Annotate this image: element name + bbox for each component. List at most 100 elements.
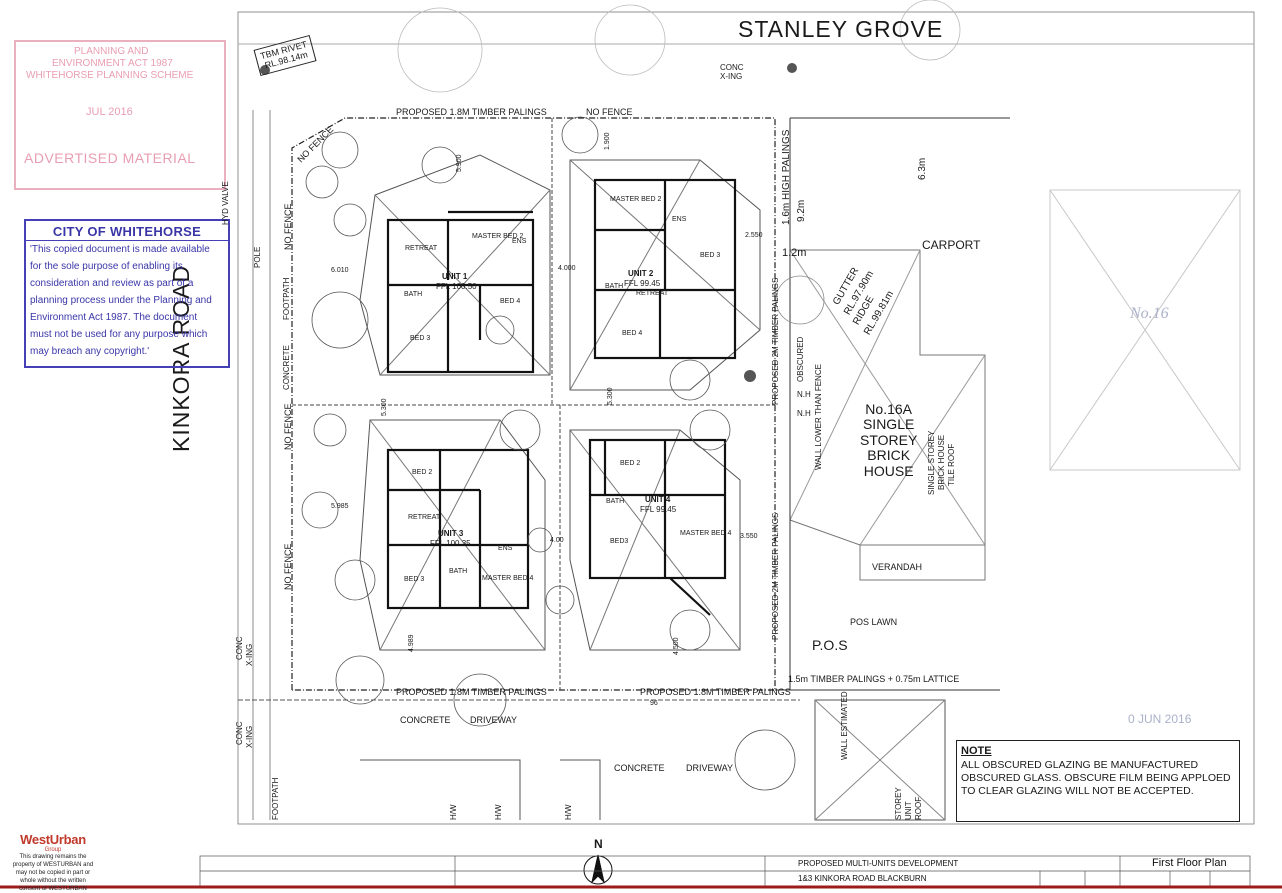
dim-label: 5.985 <box>331 503 349 510</box>
unit-1-room-retreat: RETREAT <box>405 245 438 252</box>
concrete-label-2: CONCRETE <box>614 763 665 773</box>
obscured-glazing-note: NOTE ALL OBSCURED GLAZING BE MANUFACTURE… <box>956 740 1240 822</box>
unit-2-room-master: MASTER BED 2 <box>610 196 662 203</box>
street-name-north: STANLEY GROVE <box>738 16 944 42</box>
concrete-label-1: CONCRETE <box>400 715 451 725</box>
footpath-lower-label: FOOTPATH <box>271 777 280 820</box>
unit-2-room-ens: ENS <box>672 216 687 223</box>
council-notice-divider <box>26 240 228 241</box>
note-title: NOTE <box>961 745 992 757</box>
wall-lower-label: WALL LOWER THAN FENCE <box>814 364 823 470</box>
stamp-line1: PLANNING AND <box>74 46 149 57</box>
north-arrow-graphic <box>583 854 613 885</box>
no-fence-left-3: NO FENCE <box>283 543 293 590</box>
unit-4-room-bed2: BED 2 <box>620 460 641 467</box>
unit-2-name: UNIT 2 <box>628 269 654 278</box>
stamp-line5: ADVERTISED MATERIAL <box>24 150 196 166</box>
received-date-stamp: 0 JUN 2016 <box>1128 712 1192 726</box>
house-16a-line: STOREY <box>860 431 918 448</box>
dim-label: 4.989 <box>408 634 415 652</box>
unit-3-room-ens: ENS <box>498 545 513 552</box>
house-16a-line: SINGLE <box>862 416 915 433</box>
conc-xing-top-a: CONC <box>720 63 744 72</box>
unit-4-room-bed3: BED3 <box>610 538 629 545</box>
house-16-label: No.16 <box>1130 305 1169 322</box>
disclaimer-line: consent of WESTURBAN <box>19 886 87 892</box>
hyd-valve-label: HYD VALVE <box>221 181 230 225</box>
dim-1-2m: 1.2m <box>782 247 807 259</box>
unit-4-room-bath: BATH <box>606 498 625 505</box>
unit-3-room-master: MASTER BED 4 <box>482 575 534 582</box>
roof-label: ROOF <box>914 796 923 820</box>
storey-label: STOREY <box>894 787 903 820</box>
wall-estimated-label: WALL ESTIMATED <box>840 691 849 760</box>
unit-3-name: UNIT 3 <box>438 529 464 538</box>
hw-label-3: H/W <box>564 804 573 820</box>
no-fence-left-2: NO FENCE <box>283 403 293 450</box>
house-16a-side-1: SINGLE STOREY <box>927 430 936 495</box>
conc-xing-lower-a: CONC <box>235 721 244 745</box>
footpath-label: FOOTPATH <box>282 277 291 320</box>
unit-4-name: UNIT 4 <box>645 495 671 504</box>
unit-3-room-bed2: BED 2 <box>412 469 433 476</box>
conc-xing-left-b: X-ING <box>245 643 254 666</box>
house-16a-side-3: TILE ROOF <box>947 443 956 486</box>
house-16a-outline <box>789 249 986 546</box>
house-16a-line: BRICK <box>867 447 911 464</box>
lattice-fence-label: 1.5m TIMBER PALINGS + 0.75m LATTICE <box>788 674 960 684</box>
dim-label: 3.550 <box>740 533 758 540</box>
note-line: OBSCURED GLASS. OBSCURE FILM BEING APPLO… <box>961 772 1231 784</box>
unit-label: UNIT <box>904 801 913 820</box>
council-copyright-notice: CITY OF WHITEHORSE 'This copied document… <box>24 219 230 368</box>
stamp-line2: ENVIRONMENT ACT 1987 <box>52 58 173 69</box>
conc-xing-left-a: CONC <box>235 636 244 660</box>
dim-label: 5.300 <box>607 387 614 405</box>
brand-name: WestUrban <box>20 832 86 847</box>
conc-xing-top-b: X-ING <box>720 72 743 81</box>
hw-label-1: H/W <box>449 804 458 820</box>
unit-4-ffl: FFL 99.45 <box>640 505 677 514</box>
council-notice-line: may breach any copyright.' <box>30 346 150 357</box>
dim-label: 4.00 <box>550 537 564 544</box>
house-16a-line: HOUSE <box>863 462 914 479</box>
house-16a-line: No.16A <box>865 401 912 417</box>
dim-9-2m: 9.2m <box>796 199 807 222</box>
unit-3-room-bed3: BED 3 <box>404 576 425 583</box>
carport-label: CARPORT <box>922 238 981 252</box>
unit-2-room-bed4: BED 4 <box>622 330 643 337</box>
no-fence-top: NO FENCE <box>586 107 633 117</box>
disclaimer-line: This drawing remains the <box>19 854 87 860</box>
unit-2-room-bath: BATH <box>605 283 624 290</box>
dim-label: 5.300 <box>381 398 388 416</box>
dim-label: 4.000 <box>558 265 576 272</box>
note-line: ALL OBSCURED GLAZING BE MANUFACTURED <box>961 759 1199 771</box>
dim-label: 1.900 <box>604 132 611 150</box>
unit-1-name: UNIT 1 <box>442 272 468 281</box>
unit-3-room-bath: BATH <box>449 568 468 575</box>
council-notice-line: must not be used for any purpose which <box>30 329 208 340</box>
unit-3-ffl: FFL 100.35 <box>430 539 471 548</box>
council-notice-line: 'This copied document is made available <box>30 244 210 255</box>
unit-2-ffl: FFL 99.45 <box>624 279 661 288</box>
stamp-line3: WHITEHORSE PLANNING SCHEME <box>26 70 194 81</box>
no-fence-left-1: NO FENCE <box>283 203 293 250</box>
fence-label-bottom-left: PROPOSED 1.8M TIMBER PALINGS <box>396 687 547 697</box>
north-label: N <box>594 837 603 851</box>
disclaimer-line: may not be copied in part or <box>15 870 91 876</box>
unit-3-room-retreat: RETREAT <box>408 514 441 521</box>
property-boundary <box>291 117 776 691</box>
unit-4-room-master: MASTER BED 4 <box>680 530 732 537</box>
council-notice-title: CITY OF WHITEHORSE <box>52 224 202 239</box>
dim-label: 96 <box>650 700 658 707</box>
unit-1-room-bed4: BED 4 <box>500 298 521 305</box>
conc-xing-lower-b: X-ING <box>245 725 254 748</box>
pole-label: POLE <box>253 246 262 268</box>
unit-1-room-bath: BATH <box>404 291 423 298</box>
pos-lawn-label: POS LAWN <box>850 617 898 627</box>
concrete-left-label: CONCRETE <box>282 345 291 390</box>
dim-label: 6.010 <box>331 267 349 274</box>
note-line: TO CLEAR GLAZING WILL NOT BE ACCEPTED. <box>961 785 1194 797</box>
verandah-label: VERANDAH <box>872 562 923 572</box>
high-palings-label: 1.6m HIGH PALINGS <box>781 129 792 225</box>
